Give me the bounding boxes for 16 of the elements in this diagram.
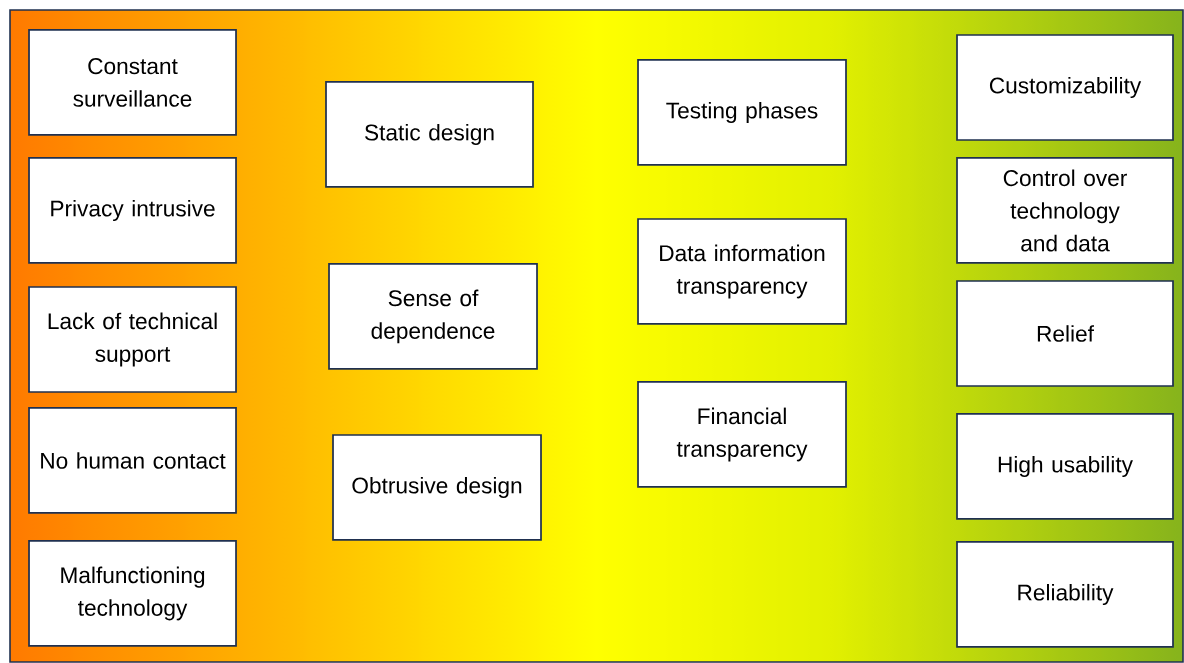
text-box: No human contact: [28, 407, 237, 514]
text-box: Static design: [325, 81, 534, 188]
text-box: Sense of dependence: [328, 263, 538, 370]
text-box: Customizability: [956, 34, 1174, 141]
text-box: Testing phases: [637, 59, 847, 166]
text-box: Reliability: [956, 541, 1174, 648]
text-box: Privacy intrusive: [28, 157, 237, 264]
text-box: Constant surveillance: [28, 29, 237, 136]
text-box: High usability: [956, 413, 1174, 520]
text-box: Relief: [956, 280, 1174, 387]
text-box: Financial transparency: [637, 381, 847, 488]
text-box: Lack of technical support: [28, 286, 237, 393]
text-box: Control over technology and data: [956, 157, 1174, 264]
text-box: Malfunctioning technology: [28, 540, 237, 647]
text-box: Obtrusive design: [332, 434, 542, 541]
text-box: Data information transparency: [637, 218, 847, 325]
